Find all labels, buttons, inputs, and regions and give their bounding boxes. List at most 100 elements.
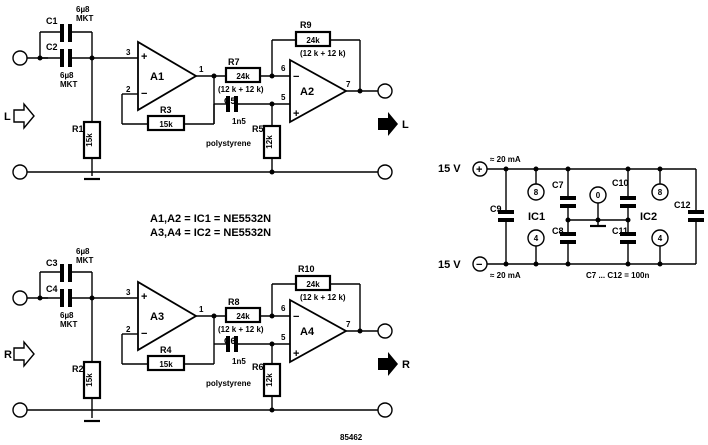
svg-text:6µ8: 6µ8: [60, 71, 74, 80]
svg-text:≈ 20 mA: ≈ 20 mA: [490, 271, 521, 280]
right-input-terminal: [12, 290, 28, 306]
A1-label: A1: [150, 71, 164, 83]
svg-text:2: 2: [126, 325, 131, 334]
svg-text:R6: R6: [252, 362, 264, 372]
C5-capacitor: [226, 96, 230, 112]
svg-text:6µ8: 6µ8: [60, 311, 74, 320]
svg-text:R4: R4: [160, 345, 172, 355]
svg-text:4: 4: [658, 234, 663, 243]
svg-text:C3: C3: [46, 258, 58, 268]
svg-text:15k: 15k: [159, 120, 173, 129]
C1-capacitor-plate: [60, 24, 64, 42]
C11-capacitor: [620, 232, 636, 236]
svg-text:C11: C11: [612, 226, 628, 236]
right-output-arrow-icon: [378, 352, 398, 376]
left-output-terminal: [377, 83, 393, 99]
svg-text:C9: C9: [490, 204, 502, 214]
ic-assign-line1: A1,A2 = IC1 = NE5532N: [150, 213, 271, 225]
figure-number: 85462: [340, 433, 363, 442]
svg-text:12k: 12k: [265, 373, 274, 387]
svg-text:(12 k + 12 k): (12 k + 12 k): [218, 85, 264, 94]
C8-capacitor: [560, 232, 576, 236]
svg-text:6: 6: [281, 304, 286, 313]
svg-text:15k: 15k: [85, 373, 94, 387]
R8-resistor: [224, 306, 262, 324]
A2-label: A2: [300, 86, 314, 98]
svg-text:(12 k + 12 k): (12 k + 12 k): [300, 49, 346, 58]
ic1-pin4: [527, 229, 545, 247]
R7-resistor: [224, 66, 262, 84]
svg-text:5: 5: [281, 93, 286, 102]
svg-text:R10: R10: [298, 264, 315, 274]
svg-text:−: −: [476, 259, 482, 271]
svg-text:MKT: MKT: [60, 80, 77, 89]
R1-value: 15k: [85, 133, 94, 147]
power-supply-section: 15 V + ≈ 20 mA 15 V − ≈ 20 mA C9 8 4 IC1: [438, 155, 704, 280]
svg-text:5: 5: [281, 333, 286, 342]
left-ground-terminal-in: [12, 164, 28, 180]
C4-capacitor-plate: [60, 289, 64, 307]
svg-text:+: +: [141, 291, 147, 303]
svg-text:R: R: [402, 359, 410, 371]
svg-text:8: 8: [534, 188, 539, 197]
svg-text:−: −: [293, 71, 299, 83]
svg-text:12k: 12k: [265, 135, 274, 149]
svg-text:L: L: [402, 119, 409, 131]
svg-text:1n5: 1n5: [232, 357, 246, 366]
C6-capacitor: [226, 336, 230, 352]
svg-text:6µ8: 6µ8: [76, 5, 90, 14]
svg-text:R8: R8: [228, 297, 240, 307]
svg-text:R1: R1: [72, 124, 84, 134]
svg-text:1n5: 1n5: [232, 117, 246, 126]
ic2-pin4: [651, 229, 669, 247]
svg-text:polystyrene: polystyrene: [206, 379, 251, 388]
svg-text:C6: C6: [224, 336, 236, 346]
svg-text:6µ8: 6µ8: [76, 247, 90, 256]
cap-value-note: C7 ... C12 = 100n: [586, 271, 649, 280]
svg-text:24k: 24k: [306, 36, 320, 45]
svg-text:L: L: [4, 111, 11, 123]
ic-assign-line2: A3,A4 = IC2 = NE5532N: [150, 227, 271, 239]
svg-text:C1: C1: [46, 16, 58, 26]
A4-label: A4: [300, 326, 315, 338]
C9-capacitor: [498, 210, 514, 214]
svg-text:C7: C7: [552, 180, 564, 190]
svg-text:1: 1: [199, 305, 204, 314]
svg-text:+: +: [293, 108, 299, 120]
C7-capacitor: [560, 196, 576, 200]
R10-resistor: [294, 274, 332, 292]
C12-capacitor: [688, 210, 704, 214]
svg-text:MKT: MKT: [76, 14, 93, 23]
svg-text:≈ 20 mA: ≈ 20 mA: [490, 155, 521, 164]
svg-text:(12 k + 12 k): (12 k + 12 k): [218, 325, 264, 334]
R3-resistor: [146, 114, 186, 132]
svg-text:R: R: [4, 349, 12, 361]
svg-text:C10: C10: [612, 178, 629, 188]
C2-capacitor-plate: [60, 49, 64, 67]
svg-text:C5: C5: [224, 96, 236, 106]
right-input-arrow-icon: [13, 340, 35, 368]
svg-text:+: +: [293, 348, 299, 360]
svg-text:polystyrene: polystyrene: [206, 139, 251, 148]
svg-text:8: 8: [658, 188, 663, 197]
svg-text:R5: R5: [252, 124, 264, 134]
left-channel-circuit: 15k A1 + − 3 2 1 15k 24k: [4, 5, 409, 181]
svg-text:C4: C4: [46, 284, 58, 294]
svg-text:7: 7: [346, 80, 351, 89]
svg-text:3: 3: [126, 48, 131, 57]
left-input-arrow-icon: [13, 102, 35, 130]
svg-text:R9: R9: [300, 20, 312, 30]
svg-text:−: −: [141, 328, 147, 340]
A3-label: A3: [150, 311, 164, 323]
svg-text:(12 k + 12 k): (12 k + 12 k): [300, 293, 346, 302]
svg-text:R2: R2: [72, 364, 84, 374]
svg-text:+: +: [476, 164, 482, 176]
svg-text:C8: C8: [552, 226, 564, 236]
A3-opamp: [137, 280, 198, 352]
IC2-label: IC2: [640, 211, 657, 223]
positive-supply-label: 15 V: [438, 163, 461, 175]
A2-opamp: [289, 58, 348, 124]
A4-opamp: [289, 298, 348, 364]
right-ground-terminal-out: [377, 402, 393, 418]
